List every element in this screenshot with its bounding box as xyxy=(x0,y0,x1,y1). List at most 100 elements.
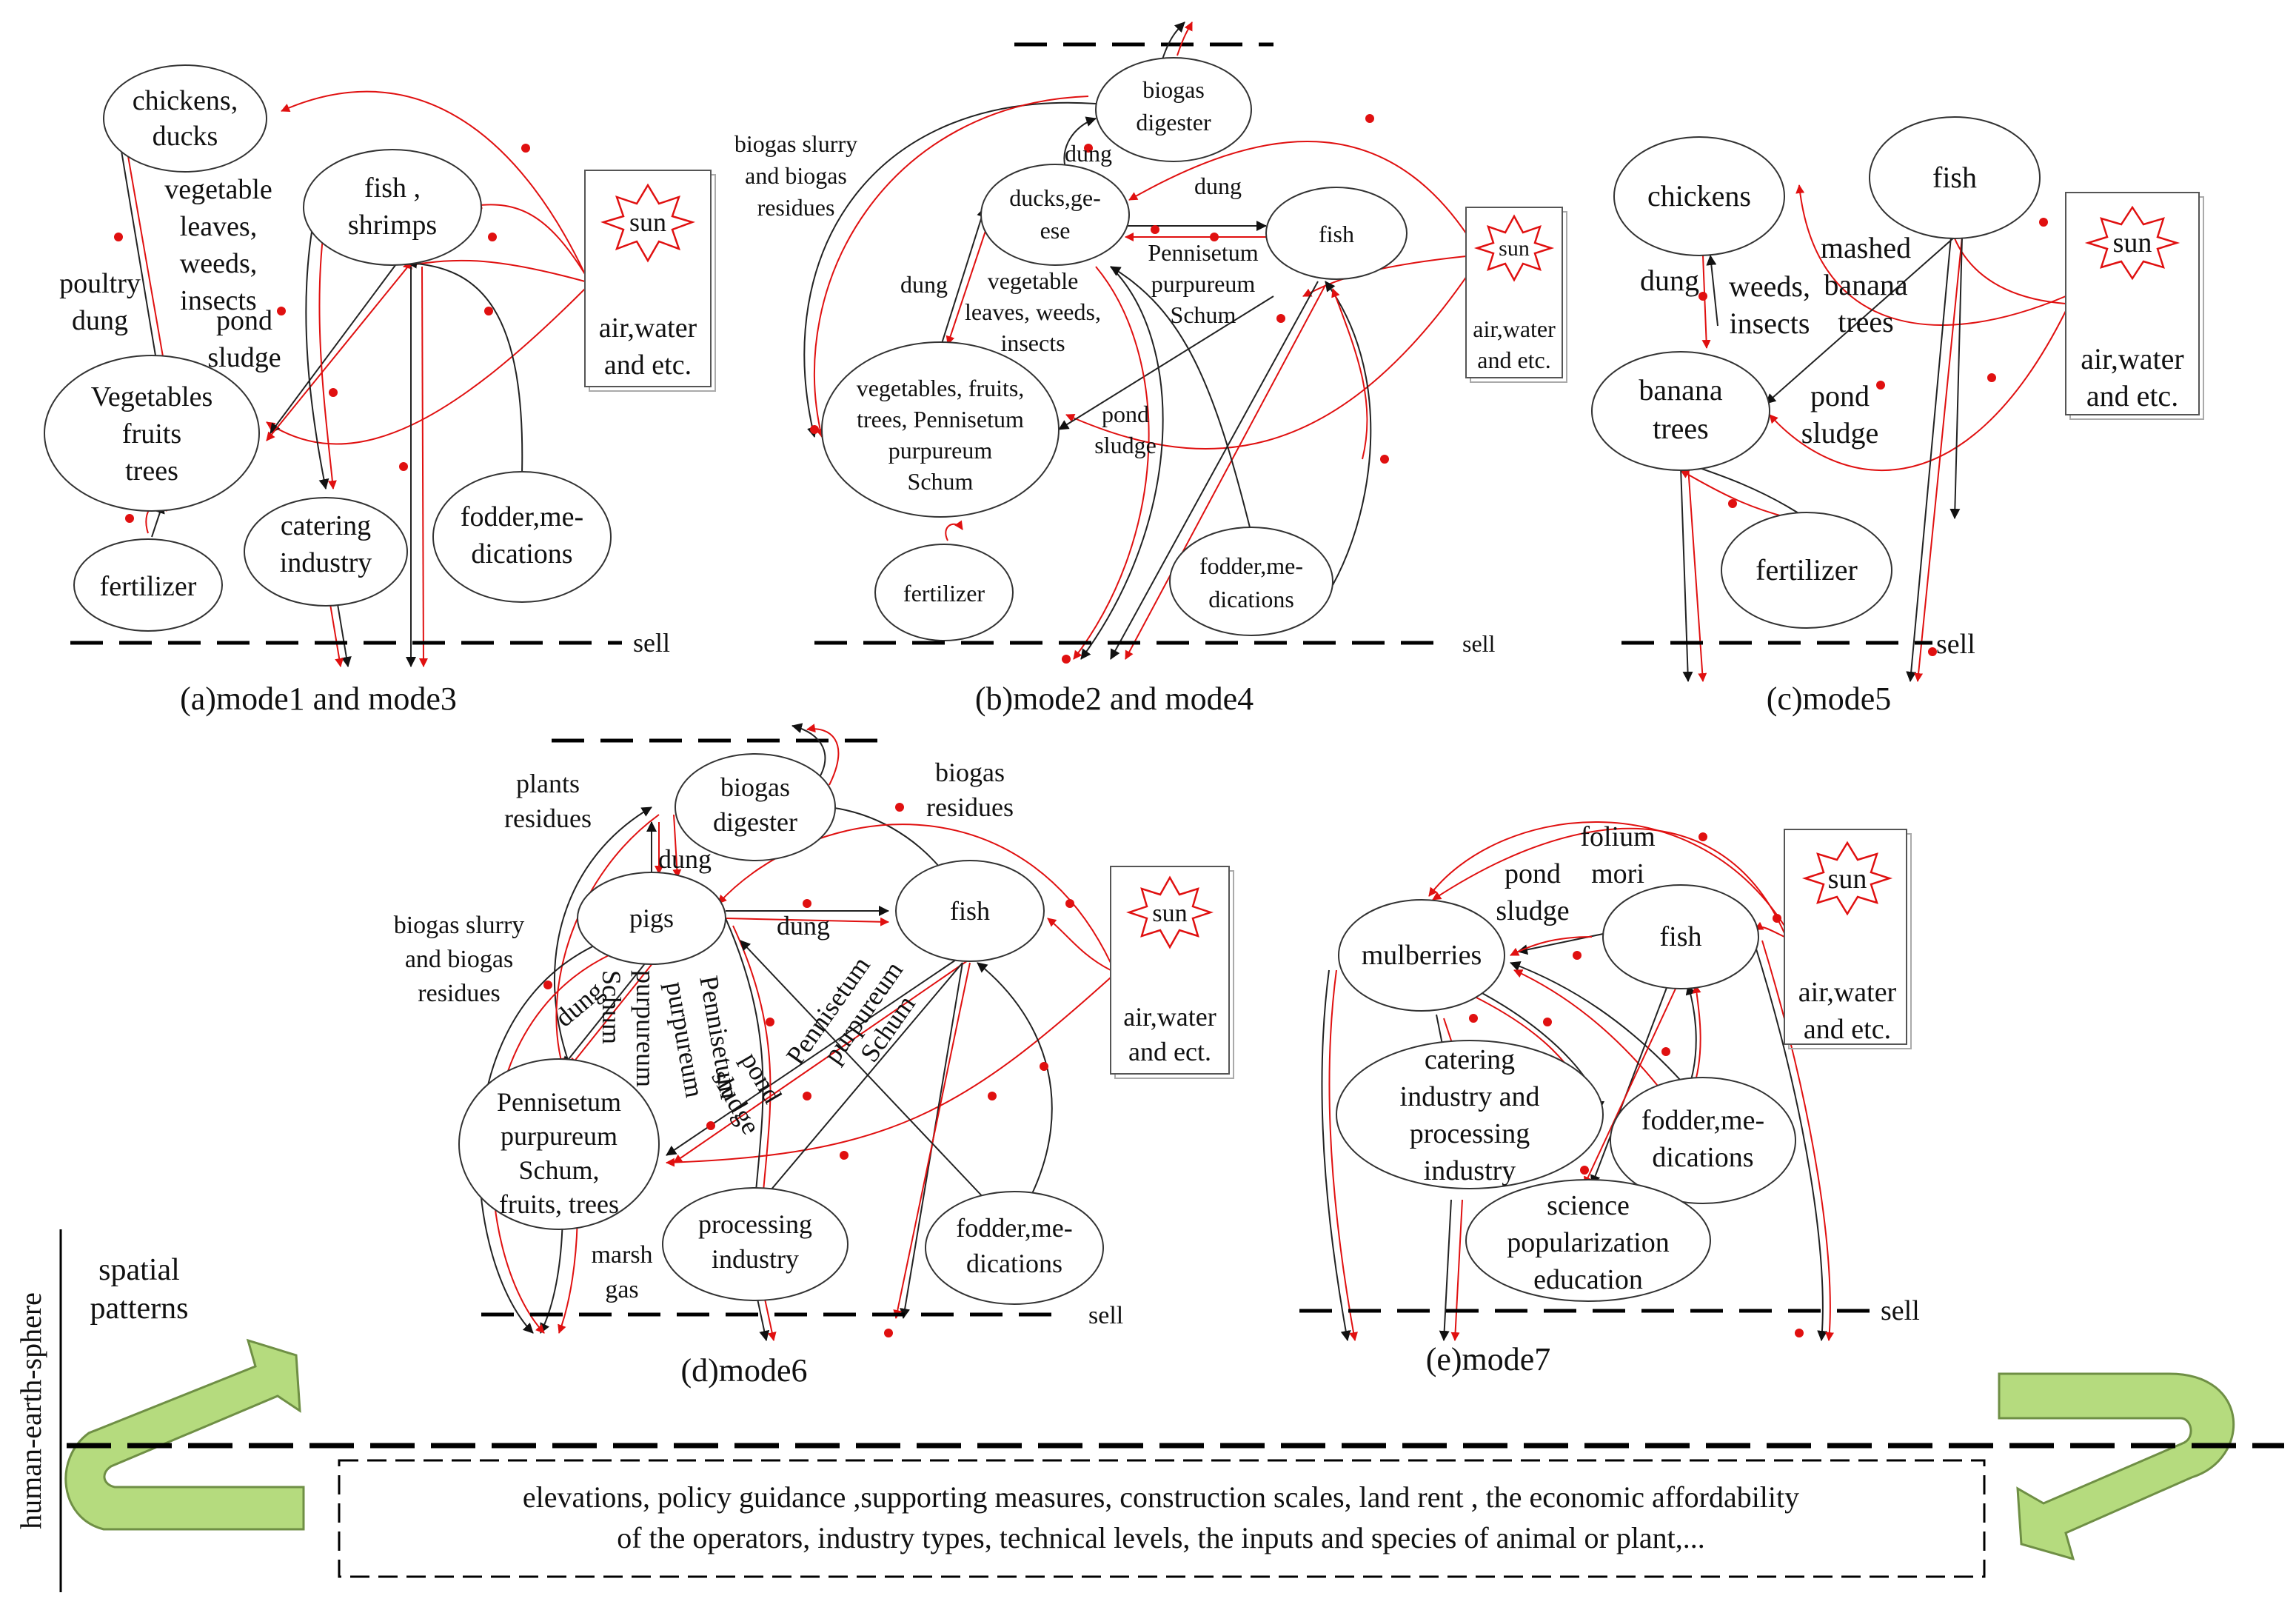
node-label: pigs xyxy=(629,903,674,933)
sun-label: sun xyxy=(1828,864,1867,895)
panel-b-flows xyxy=(803,21,1474,664)
panel-d-flows xyxy=(478,723,1111,1341)
node-label: chickens xyxy=(1647,179,1751,213)
node-label: fodder,me-dications xyxy=(461,501,583,569)
node-label: fertilizer xyxy=(1756,553,1858,587)
sun-label: sun xyxy=(1499,236,1530,261)
node-label: fish ,shrimps xyxy=(348,173,437,241)
panel-a-flows xyxy=(114,90,586,667)
node-label: fodder,me-dications xyxy=(1641,1105,1764,1173)
green-arrow-left-icon xyxy=(64,1338,305,1531)
sell-label: sell xyxy=(1936,629,1975,660)
flow-label: PennisetumpurpureumSchum xyxy=(780,939,933,1104)
vertical-label: human-earth-sphere xyxy=(14,1292,47,1529)
flow-label: purpureumSchum xyxy=(597,970,660,1087)
sell-label: sell xyxy=(1881,1295,1920,1326)
flow-label: dung xyxy=(900,271,948,298)
sun-icon xyxy=(2084,205,2180,281)
green-arrow-right-icon xyxy=(1998,1372,2235,1561)
node-label: fodder,me-dications xyxy=(956,1213,1072,1278)
panel-caption: (e)mode7 xyxy=(1426,1341,1551,1377)
factors-line-2: of the operators, industry types, techni… xyxy=(617,1521,1705,1554)
flow-label: dung xyxy=(1194,173,1242,199)
sun-label: sun xyxy=(2113,227,2152,258)
node-label: ducks,ge-ese xyxy=(1009,184,1101,244)
factors-box: elevations, policy guidance ,supporting … xyxy=(338,1459,1986,1578)
panel-caption: (b)mode2 and mode4 xyxy=(975,681,1254,717)
sun-icon xyxy=(600,183,695,263)
panel-caption: (d)mode6 xyxy=(680,1352,807,1389)
panel-e-flows xyxy=(1321,821,1834,1341)
flow-label: weeds,insects xyxy=(1729,270,1810,340)
flow-label: dung xyxy=(1640,264,1699,297)
panel-c-flows xyxy=(1680,177,2066,682)
sell-label: sell xyxy=(1088,1302,1123,1329)
sell-label: sell xyxy=(1462,630,1496,657)
panel-caption: (c)mode5 xyxy=(1767,681,1892,717)
sun-icon xyxy=(1126,875,1214,949)
sun-label: sun xyxy=(1152,900,1187,927)
node-label: fish xyxy=(1319,221,1354,247)
node-label: fodder,me-dications xyxy=(1199,552,1303,612)
flow-label: dung xyxy=(777,911,830,941)
node-label: mulberries xyxy=(1362,940,1482,971)
sell-label: sell xyxy=(633,628,670,658)
flow-label: dung xyxy=(1065,140,1112,167)
panel-caption: (a)mode1 and mode3 xyxy=(180,681,457,717)
flow-label: dung xyxy=(658,844,712,874)
node-label: fish xyxy=(950,896,990,926)
sun-label: sun xyxy=(629,207,666,237)
node-label: fish xyxy=(1660,921,1702,952)
sun-icon xyxy=(1801,841,1893,916)
node-label: fertilizer xyxy=(100,571,197,602)
